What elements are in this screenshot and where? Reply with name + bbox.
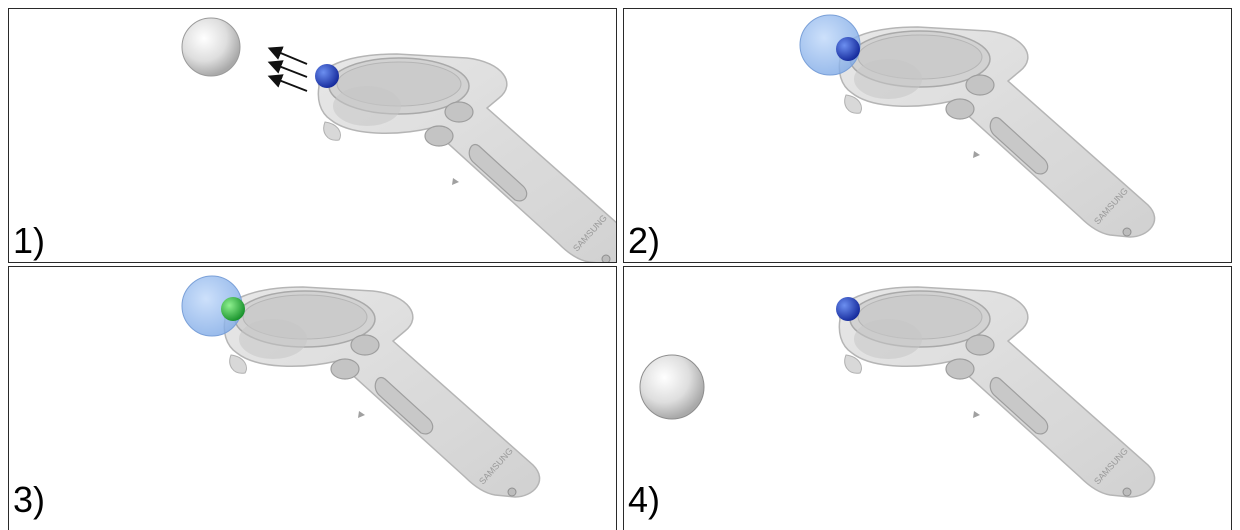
panel-2: 2)	[623, 8, 1232, 263]
vr-controller	[223, 286, 541, 498]
controller-tip-sphere	[315, 64, 339, 88]
motion-arrows	[267, 46, 308, 92]
panel-4-illustration	[639, 286, 1156, 498]
controller-tip-sphere	[836, 297, 860, 321]
controller-tip-sphere	[836, 37, 860, 61]
panel-3: 3)	[8, 266, 617, 530]
motion-arrow	[267, 60, 308, 78]
panel-1-illustration	[181, 17, 616, 262]
panel-2-illustration	[799, 14, 1156, 238]
panel-label: 3)	[13, 479, 46, 520]
grey-ball	[639, 354, 705, 420]
panel-label: 2)	[628, 220, 661, 261]
panel-4: 4)	[623, 266, 1232, 530]
panel-label: 1)	[13, 220, 46, 261]
motion-arrow	[267, 74, 308, 92]
vr-controller	[315, 53, 616, 262]
vr-controller	[838, 26, 1156, 238]
vr-controller	[836, 286, 1156, 498]
panel-3-illustration	[181, 275, 541, 498]
panel-label: 4)	[628, 479, 661, 520]
controller-tip-sphere	[221, 297, 245, 321]
motion-arrow	[267, 46, 308, 65]
grey-ball	[181, 17, 241, 77]
panel-1: 1)	[8, 8, 617, 263]
